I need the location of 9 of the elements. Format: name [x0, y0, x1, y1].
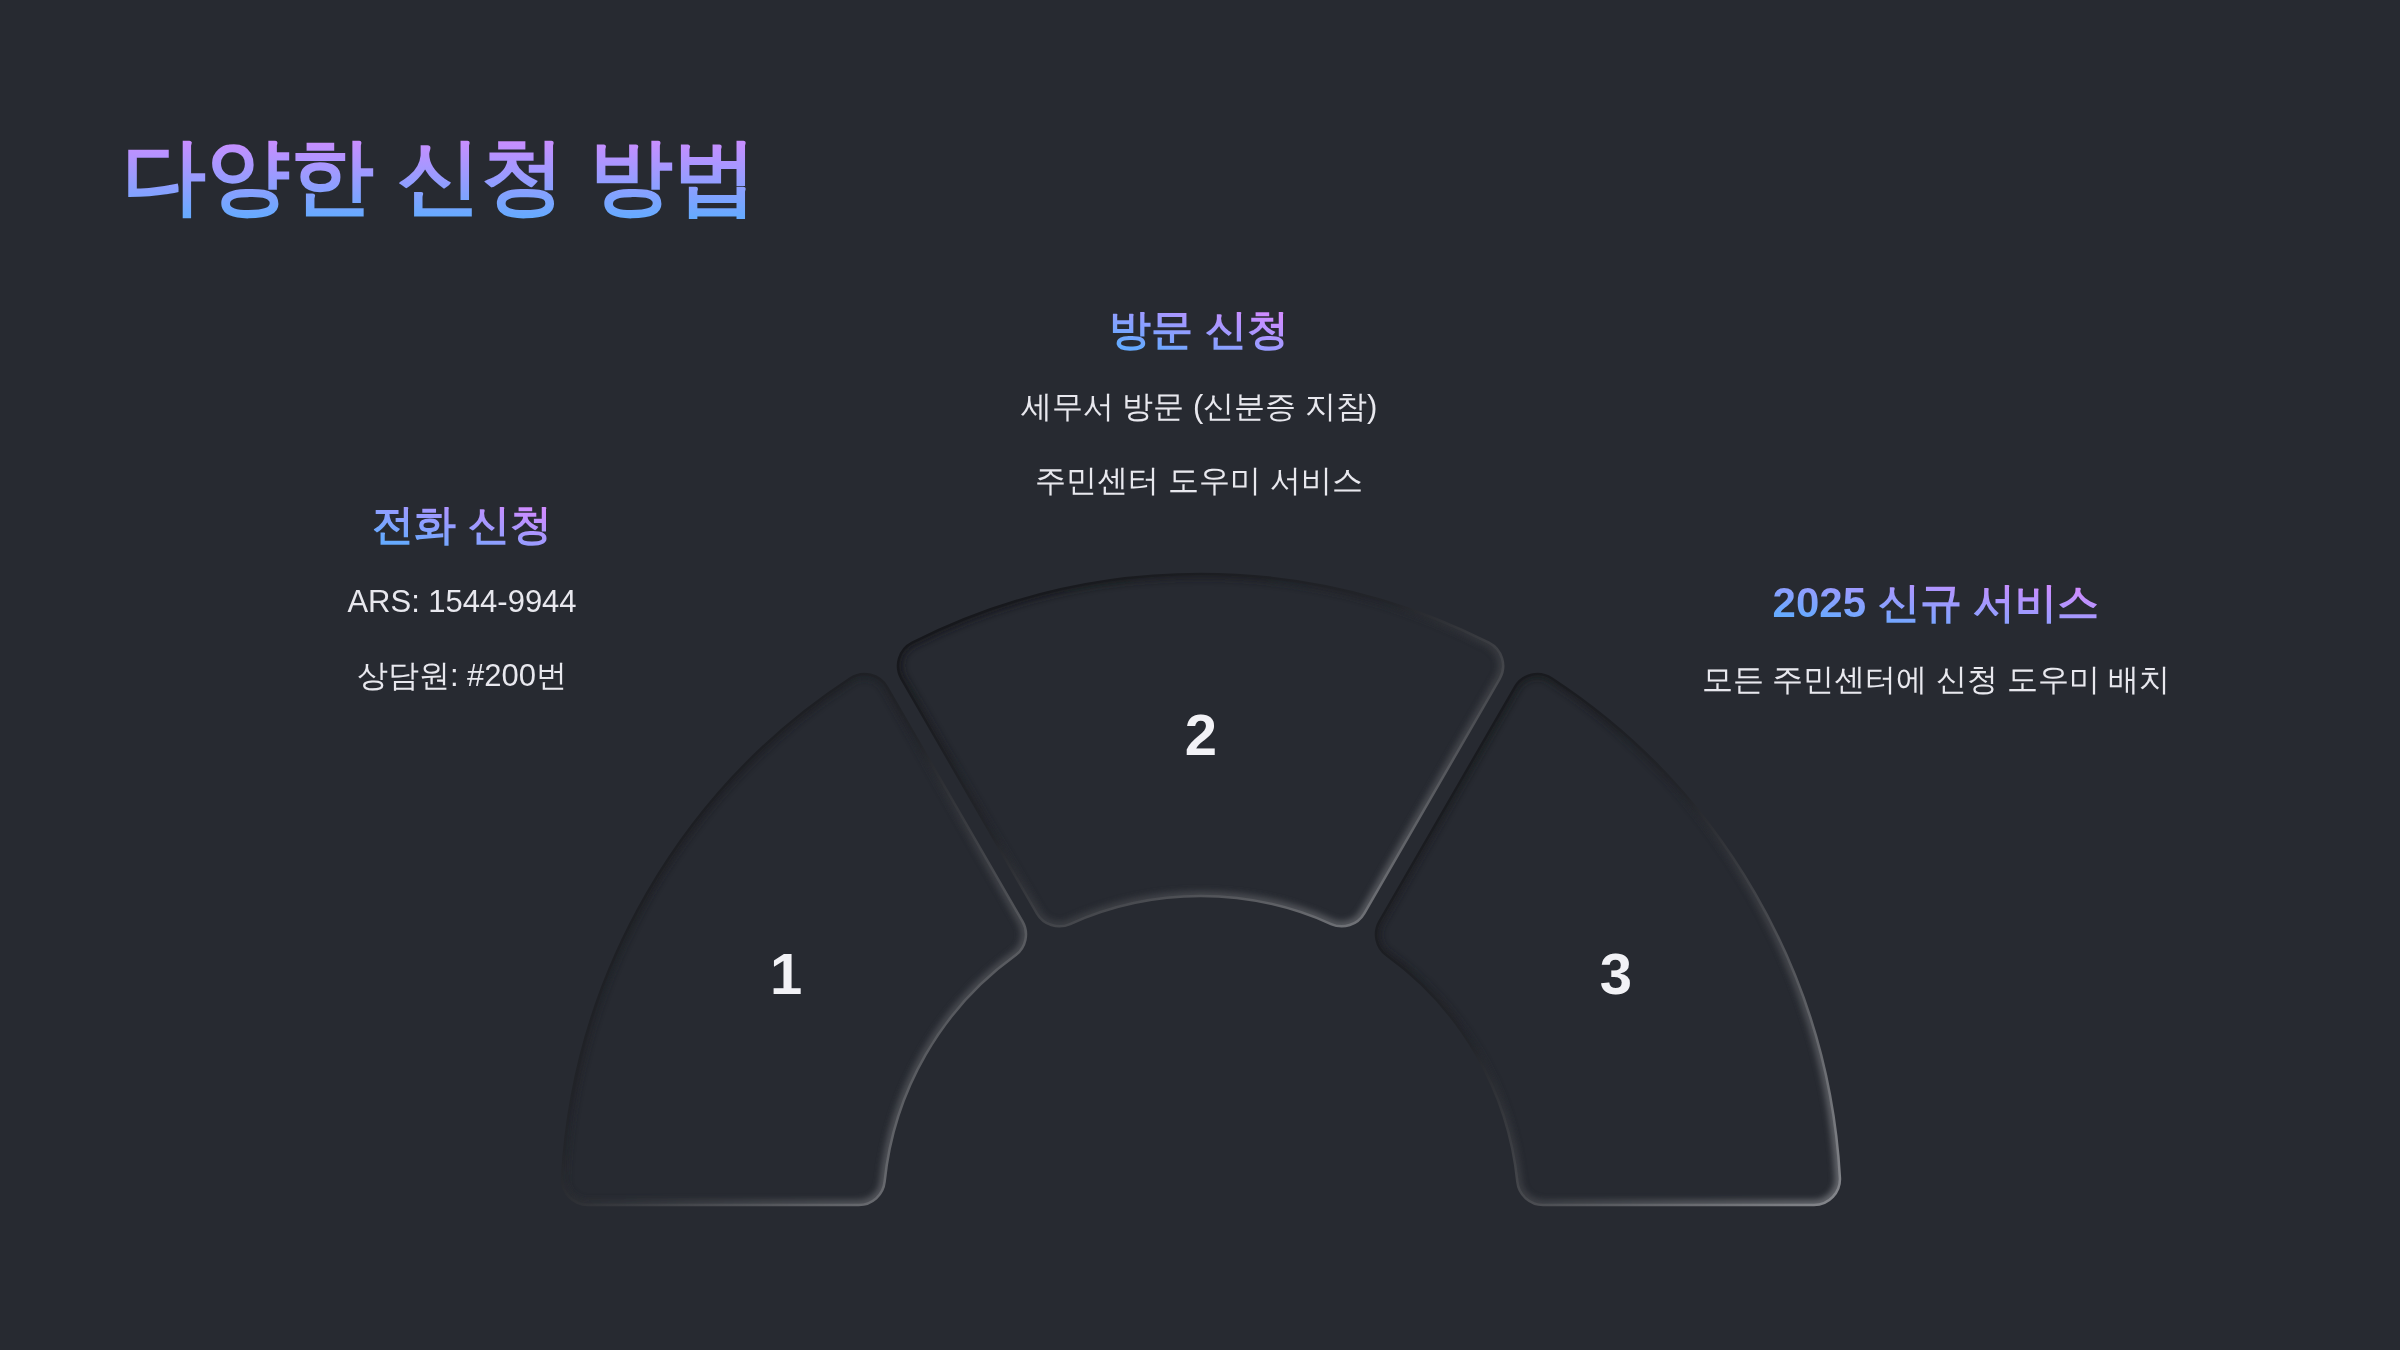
description-text: 모든 주민센터에 신청 도우미 배치: [1701, 661, 2171, 699]
description-text: 상담원: #200번: [356, 657, 568, 695]
description-text: 세무서 방문 (신분증 지참): [1020, 388, 1378, 426]
arc-segment: [896, 572, 1506, 929]
segment-number: 2: [1184, 706, 1218, 764]
description-text: 주민센터 도우미 서비스: [1035, 462, 1363, 500]
segment-number: 3: [1599, 945, 1632, 1004]
description-text: ARS: 1544-9944: [347, 583, 577, 621]
segment-number: 1: [770, 945, 803, 1004]
